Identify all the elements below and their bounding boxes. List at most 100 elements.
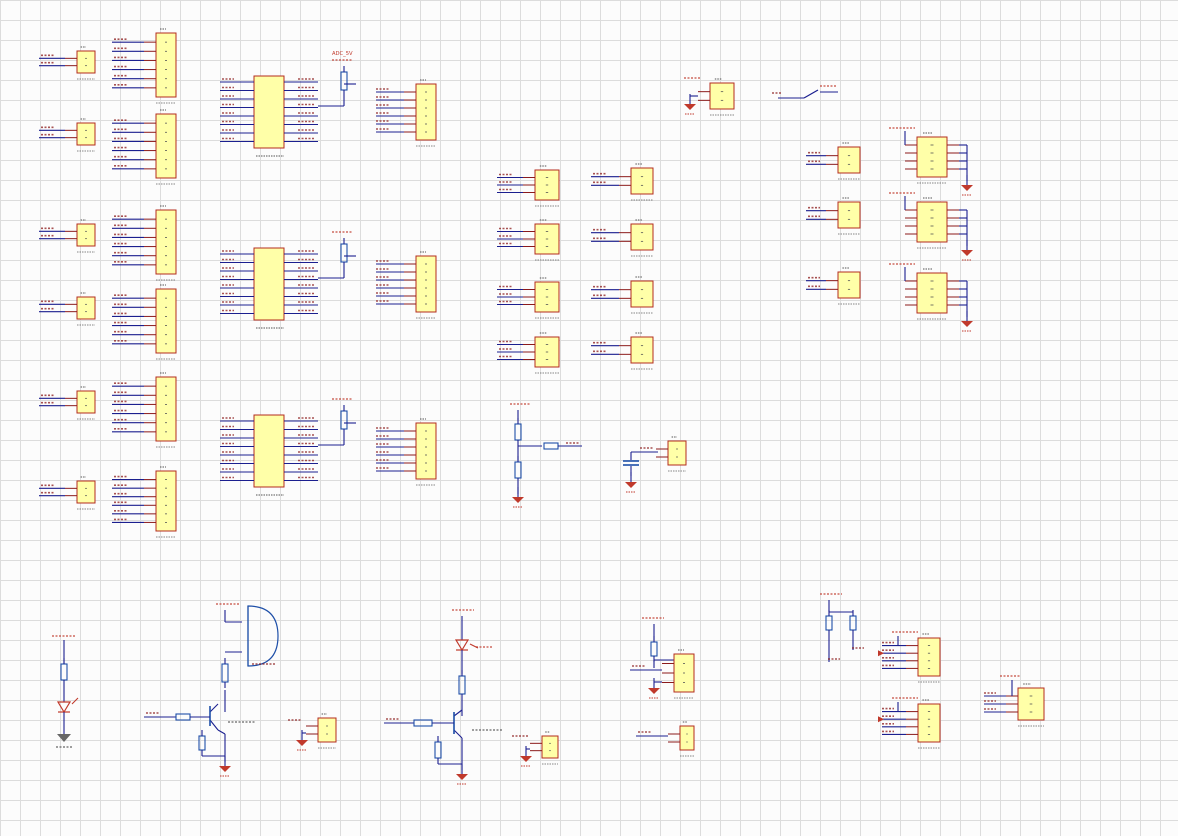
connector-body <box>630 280 654 308</box>
header-6pin <box>144 372 177 448</box>
connector-body <box>534 336 560 368</box>
connector-body <box>155 209 177 275</box>
ground-arrow <box>961 321 973 327</box>
connector-body <box>76 480 96 504</box>
buzzer-body <box>247 605 279 667</box>
connector-body <box>709 82 735 110</box>
connector-body <box>916 201 948 243</box>
ground-arrow <box>520 756 532 762</box>
header-2pin <box>65 46 96 80</box>
resistor-body <box>60 663 68 681</box>
ic-body <box>253 414 285 488</box>
resistor-body <box>650 641 658 657</box>
header-2pin <box>65 292 96 326</box>
transistor-collector <box>453 709 463 717</box>
header-ground <box>961 240 973 261</box>
resistor-body <box>434 741 442 759</box>
ground-arrow <box>219 766 231 772</box>
header-4pin <box>906 633 941 683</box>
resistor-body <box>825 615 833 631</box>
pullup-resistor <box>849 610 857 636</box>
base-resistor <box>175 713 191 721</box>
led-diode <box>56 701 72 714</box>
header-ground <box>296 730 308 751</box>
connector-body <box>76 122 96 146</box>
transistor-emitter <box>209 719 219 731</box>
header-2pin <box>619 219 654 257</box>
led-emission <box>71 697 79 705</box>
capacitor-ground <box>625 472 637 493</box>
header-2pin <box>826 267 861 305</box>
connector-body <box>667 440 687 466</box>
header-6pin <box>404 79 437 147</box>
ic-block <box>253 414 285 496</box>
connector-body <box>155 288 177 354</box>
connector-body <box>76 296 96 320</box>
led-diode <box>454 639 470 652</box>
connector-body <box>630 167 654 195</box>
header-2pin <box>65 476 96 510</box>
header-4pin <box>905 268 959 320</box>
header-3pin <box>662 649 695 699</box>
header-2pin <box>826 197 861 235</box>
connector-body <box>317 717 337 743</box>
connector-body <box>76 390 96 414</box>
divider-resistor-bottom <box>514 456 522 484</box>
resistor-body <box>458 675 466 695</box>
header-2pin <box>530 731 559 765</box>
header-2pin <box>619 332 654 370</box>
header-2pin <box>65 219 96 253</box>
connector-body <box>415 83 437 141</box>
header-6pin <box>144 466 177 538</box>
resistor-body <box>543 442 559 450</box>
resistor-body <box>175 713 191 721</box>
ic-block <box>253 247 285 329</box>
header-3pin <box>523 219 560 261</box>
connector-body <box>76 50 96 74</box>
connector-body <box>837 201 861 229</box>
bias-resistor <box>198 730 206 756</box>
connector-body <box>917 703 941 743</box>
ground-arrow <box>456 774 468 780</box>
ground-arrow <box>684 104 696 110</box>
header-2pin <box>65 118 96 152</box>
resistor-body <box>340 410 348 430</box>
ic-body <box>253 247 285 321</box>
connector-body <box>917 637 941 677</box>
transistor-ground <box>456 764 468 785</box>
ground-arrow <box>961 250 973 256</box>
pullup-resistor <box>340 405 348 435</box>
ground-arrow <box>878 716 884 723</box>
header-2pin <box>656 436 687 472</box>
header-3pin <box>523 332 560 374</box>
ground-arrow <box>961 185 973 191</box>
header-6pin <box>404 418 437 486</box>
resistor-body <box>221 663 229 683</box>
header-4pin <box>906 699 941 749</box>
connector-body <box>534 281 560 313</box>
connector-body <box>837 271 861 299</box>
pullup-resistor <box>650 636 658 662</box>
connector-body <box>630 336 654 364</box>
resistor-body <box>340 71 348 91</box>
resistor-body <box>849 615 857 631</box>
header-6pin <box>144 109 177 185</box>
pullup-resistor <box>340 238 348 268</box>
connector-body <box>630 223 654 251</box>
header-6pin <box>144 284 177 360</box>
header-ground <box>684 94 696 115</box>
header-ground <box>520 746 532 767</box>
header-2pin <box>619 163 654 201</box>
connector-body <box>916 136 948 178</box>
pullup-resistor <box>825 610 833 636</box>
connector-body <box>155 376 177 442</box>
resistor-body <box>198 735 206 751</box>
header-ground <box>648 678 660 699</box>
header-6pin <box>144 205 177 281</box>
connector-body <box>837 146 861 174</box>
pullup-resistor <box>340 66 348 96</box>
header-4pin <box>905 132 959 184</box>
connector-body <box>155 32 177 98</box>
